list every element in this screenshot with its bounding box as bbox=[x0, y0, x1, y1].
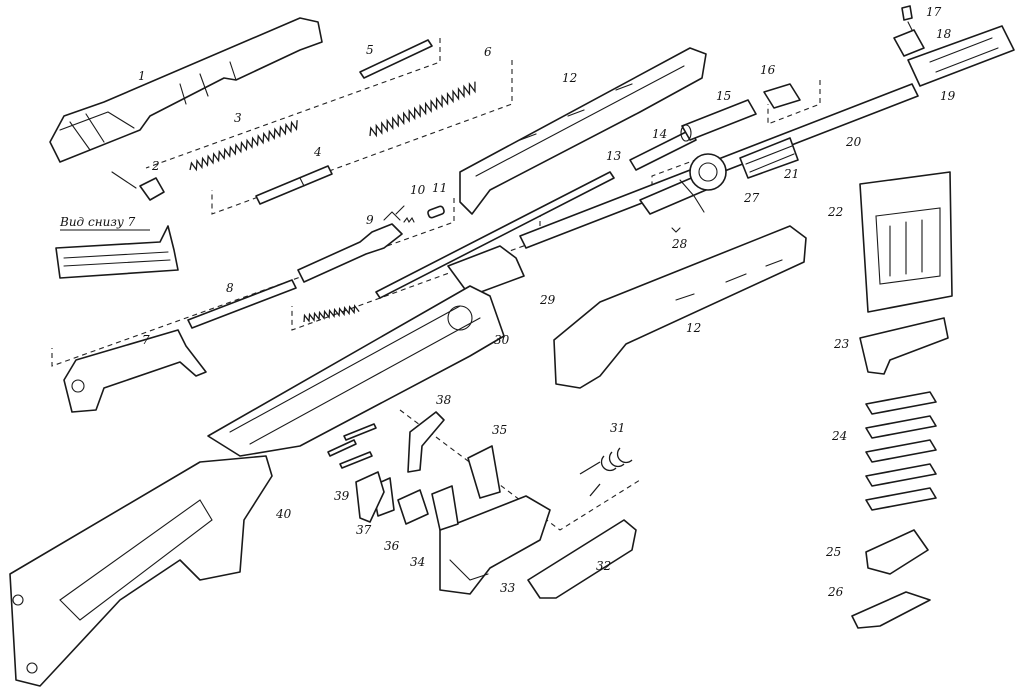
label-26: 26 bbox=[827, 585, 844, 599]
label-35: 35 bbox=[492, 423, 507, 437]
part-34-35-hammer bbox=[431, 445, 501, 531]
label-36: 36 bbox=[384, 539, 400, 553]
part-16-regulator bbox=[763, 83, 801, 109]
part-31-spring bbox=[579, 447, 633, 497]
part-21-gas-block bbox=[739, 137, 799, 179]
part-38-trigger bbox=[407, 411, 445, 473]
label-18: 18 bbox=[936, 27, 952, 41]
label-12-upper: 12 bbox=[562, 71, 577, 85]
part-28-pin bbox=[671, 227, 681, 233]
part-22-magazine-body bbox=[859, 171, 953, 313]
part-19-flash-hider bbox=[907, 25, 1015, 87]
label-33: 33 bbox=[500, 581, 516, 595]
part-5-guide-rod bbox=[359, 39, 433, 79]
part-7-bottom-view bbox=[55, 225, 179, 279]
part-12-upper-handguard bbox=[459, 47, 707, 215]
part-30-spring bbox=[303, 304, 360, 323]
label-16: 16 bbox=[760, 63, 776, 77]
label-17: 17 bbox=[926, 5, 942, 19]
label-12-lower: 12 bbox=[686, 321, 701, 335]
part-25-retainer bbox=[865, 529, 929, 575]
part-1-receiver-cover bbox=[49, 17, 323, 163]
trigger-pins bbox=[327, 423, 377, 469]
label-5: 5 bbox=[366, 43, 374, 57]
label-15: 15 bbox=[716, 89, 731, 103]
part-32-lever bbox=[527, 519, 637, 599]
part-6-spring bbox=[369, 81, 476, 138]
label-4: 4 bbox=[313, 145, 322, 159]
part-labels: 1 2 3 4 5 6 7 8 9 10 11 12 13 14 15 16 1… bbox=[138, 5, 956, 599]
label-9: 9 bbox=[366, 213, 374, 227]
part-23-follower bbox=[859, 317, 949, 375]
part-30-receiver bbox=[207, 285, 505, 457]
label-25: 25 bbox=[825, 545, 841, 559]
label-38: 38 bbox=[436, 393, 452, 407]
part-3-spring bbox=[189, 120, 298, 172]
part-13-rod bbox=[375, 171, 615, 299]
label-40: 40 bbox=[275, 507, 292, 521]
part-14-piston bbox=[629, 129, 697, 171]
label-7: 7 bbox=[142, 333, 150, 347]
part-24-magazine-spring bbox=[865, 391, 937, 511]
label-31: 31 bbox=[610, 421, 625, 435]
label-29: 29 bbox=[539, 293, 556, 307]
label-24: 24 bbox=[831, 429, 847, 443]
label-34: 34 bbox=[410, 555, 425, 569]
label-2: 2 bbox=[151, 159, 160, 173]
part-26-floorplate bbox=[851, 591, 931, 629]
label-13: 13 bbox=[606, 149, 622, 163]
label-14: 14 bbox=[652, 127, 667, 141]
label-8: 8 bbox=[226, 281, 234, 295]
label-1: 1 bbox=[138, 69, 146, 83]
label-39: 39 bbox=[334, 489, 350, 503]
bottom-view-caption: Вид снизу 7 bbox=[59, 215, 150, 231]
label-28: 28 bbox=[671, 237, 688, 251]
label-30: 30 bbox=[494, 333, 510, 347]
label-37: 37 bbox=[356, 523, 372, 537]
part-27-sight-ring bbox=[679, 153, 727, 213]
part-40-stock bbox=[9, 455, 273, 687]
label-11: 11 bbox=[432, 181, 447, 195]
part-18-front-sight-base bbox=[893, 21, 925, 57]
label-21: 21 bbox=[783, 167, 799, 181]
label-23: 23 bbox=[833, 337, 850, 351]
part-4-rod bbox=[255, 165, 333, 205]
label-19: 19 bbox=[940, 89, 956, 103]
part-2-latch bbox=[111, 171, 165, 201]
label-6: 6 bbox=[484, 45, 492, 59]
part-10-11-small-parts bbox=[395, 205, 445, 224]
label-10: 10 bbox=[410, 183, 426, 197]
label-20: 20 bbox=[845, 135, 862, 149]
dashed-guides bbox=[51, 38, 821, 531]
label-32: 32 bbox=[596, 559, 611, 573]
part-9-bolt bbox=[297, 211, 403, 283]
part-12-lower-handguard bbox=[553, 225, 807, 389]
label-22: 22 bbox=[827, 205, 843, 219]
part-15-gas-tube bbox=[680, 99, 757, 142]
part-7-bolt-carrier bbox=[63, 329, 207, 413]
caption-text: Вид снизу 7 bbox=[59, 215, 136, 229]
part-8-piston-rod bbox=[187, 279, 297, 329]
part-39-trigger bbox=[355, 471, 385, 523]
part-17-front-sight-post bbox=[901, 5, 913, 21]
label-3: 3 bbox=[234, 111, 242, 125]
part-33-trigger-guard bbox=[439, 495, 551, 595]
label-27: 27 bbox=[743, 191, 760, 205]
